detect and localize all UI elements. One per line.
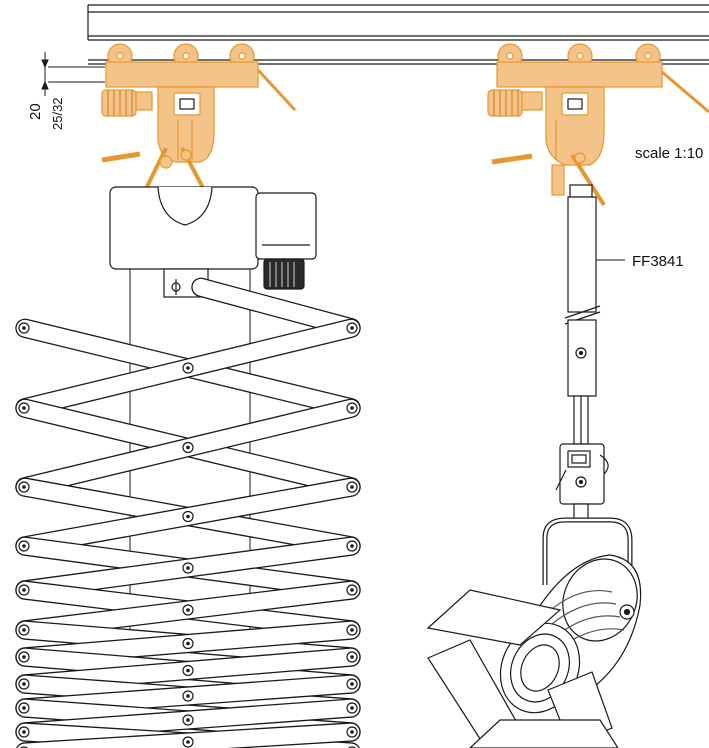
scissor-center-pivot-center bbox=[186, 641, 190, 646]
scissor-center-pivot-center bbox=[186, 668, 190, 673]
height-dimension bbox=[41, 52, 105, 96]
scissor-pivot-center bbox=[350, 730, 354, 734]
scale-label: scale 1:10 bbox=[635, 145, 703, 162]
scissor-pivot-center bbox=[350, 588, 354, 592]
scissor-pivot-center bbox=[22, 706, 26, 710]
scissor-pivot-center bbox=[350, 485, 354, 489]
scissor-pivot-center bbox=[22, 628, 26, 632]
scissor-pivot-center bbox=[350, 682, 354, 686]
pantograph-scissor-arms bbox=[15, 269, 361, 748]
scissor-pivot-center bbox=[350, 706, 354, 710]
right-trolley bbox=[487, 43, 709, 207]
telescopic-tube bbox=[564, 184, 601, 445]
scissor-pivot-center bbox=[22, 544, 26, 548]
scissor-pivot-center bbox=[350, 544, 354, 548]
lamp-clamp bbox=[555, 443, 609, 521]
scissor-pivot-center bbox=[22, 682, 26, 686]
scissor-pivot-center bbox=[350, 628, 354, 632]
scissor-pivot-center bbox=[350, 406, 354, 410]
dimension-mm-label: 20 bbox=[27, 103, 44, 120]
scissor-pivot-center bbox=[22, 485, 26, 489]
scissor-center-pivot-center bbox=[186, 445, 190, 450]
scissor-pivot-center bbox=[22, 406, 26, 410]
scissor-center-pivot-center bbox=[186, 608, 190, 612]
scissor-center-pivot-center bbox=[186, 740, 190, 744]
scissor-center-pivot-center bbox=[186, 718, 190, 722]
scissor-center-pivot-center bbox=[186, 694, 190, 698]
scissor-pivot-center bbox=[22, 730, 26, 734]
scissor-center-pivot-center bbox=[186, 514, 190, 519]
scissor-pivot-center bbox=[22, 588, 26, 592]
scissor-pivot-center bbox=[22, 655, 26, 659]
scissor-pivot-center bbox=[350, 655, 354, 659]
scissor-center-pivot-center bbox=[186, 366, 190, 370]
dimension-inch-label: 25/32 bbox=[50, 97, 65, 130]
scissor-center-pivot-center bbox=[186, 566, 190, 570]
scissor-head-box bbox=[109, 186, 317, 298]
scissor-pivot-center bbox=[22, 326, 26, 330]
scissor-pivot-center bbox=[350, 326, 354, 330]
spotlight bbox=[426, 517, 642, 748]
left-trolley bbox=[101, 43, 297, 206]
part-number-label: FF3841 bbox=[632, 253, 684, 270]
